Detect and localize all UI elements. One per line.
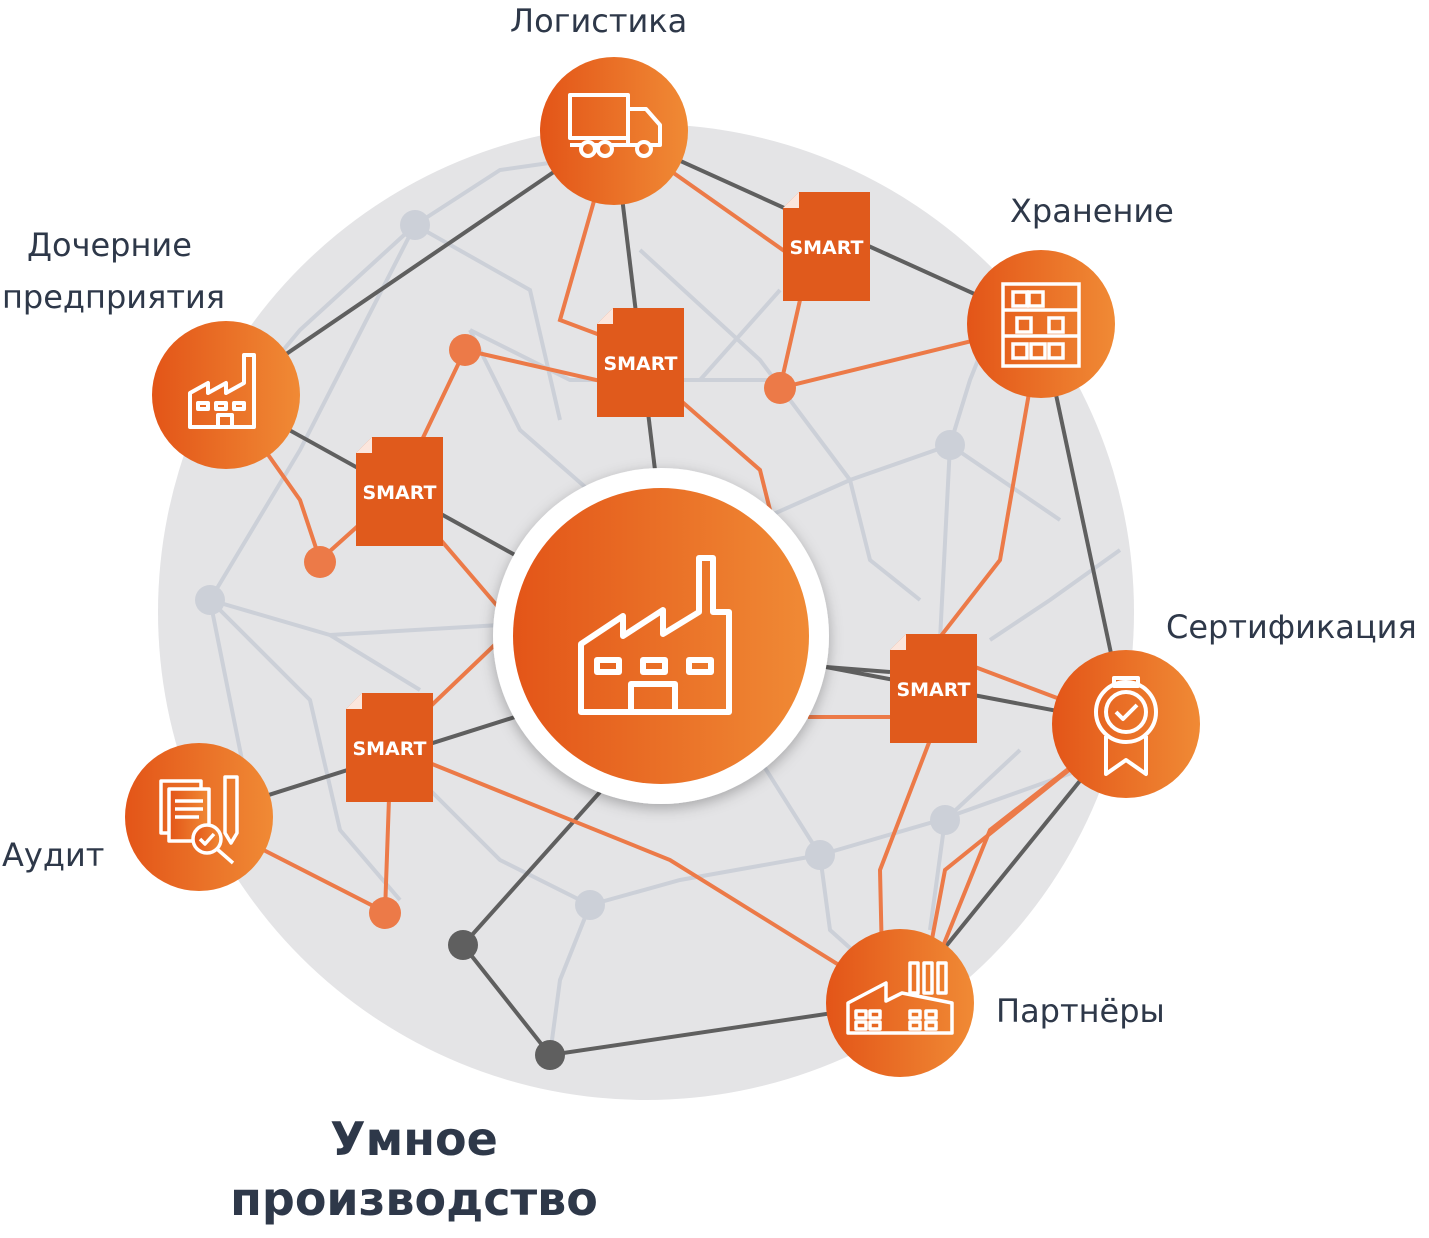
- smart-document-label: SMART: [352, 738, 426, 760]
- label-storage: Хранение: [1010, 192, 1174, 230]
- smart-document-5: SMART: [346, 693, 433, 802]
- smart-document-label: SMART: [362, 482, 436, 504]
- smart-document-label: SMART: [896, 679, 970, 701]
- smart-document-1: SMART: [783, 192, 870, 301]
- node-partners: [826, 929, 974, 1077]
- title-line-1: Умное: [330, 1112, 498, 1166]
- label-logistics: Логистика: [510, 2, 688, 40]
- factory-icon: [188, 353, 256, 429]
- diagram-title: Умное производство: [214, 1110, 614, 1230]
- label-audit: Аудит: [2, 836, 105, 874]
- audit-documents-icon: [159, 775, 239, 865]
- node-subsidiaries: [152, 321, 300, 469]
- node-audit: [125, 743, 273, 891]
- certificate-medal-icon: [1094, 676, 1158, 776]
- label-partners: Партнёры: [996, 992, 1165, 1030]
- node-center: [493, 468, 829, 804]
- node-logistics: [540, 57, 688, 205]
- dark-nodes: [448, 930, 565, 1070]
- partner-factory-icon: [846, 961, 954, 1035]
- warehouse-shelves-icon: [1001, 282, 1081, 368]
- smart-document-3: SMART: [356, 437, 443, 546]
- label-subsidiaries-line1: Дочерние: [27, 226, 192, 264]
- truck-icon: [568, 93, 662, 158]
- background-network-dots: [195, 210, 965, 920]
- node-storage: [967, 250, 1115, 398]
- orange-nodes: [304, 334, 796, 929]
- smart-document-label: SMART: [789, 237, 863, 259]
- smart-document-4: SMART: [890, 634, 977, 743]
- smart-document-2: SMART: [597, 308, 684, 417]
- label-certification: Сертификация: [1166, 608, 1417, 646]
- node-certification: [1052, 650, 1200, 798]
- smart-document-label: SMART: [603, 353, 677, 375]
- label-subsidiaries-line2: предприятия: [2, 278, 226, 316]
- title-line-2: производство: [230, 1171, 598, 1226]
- factory-icon: [578, 555, 732, 715]
